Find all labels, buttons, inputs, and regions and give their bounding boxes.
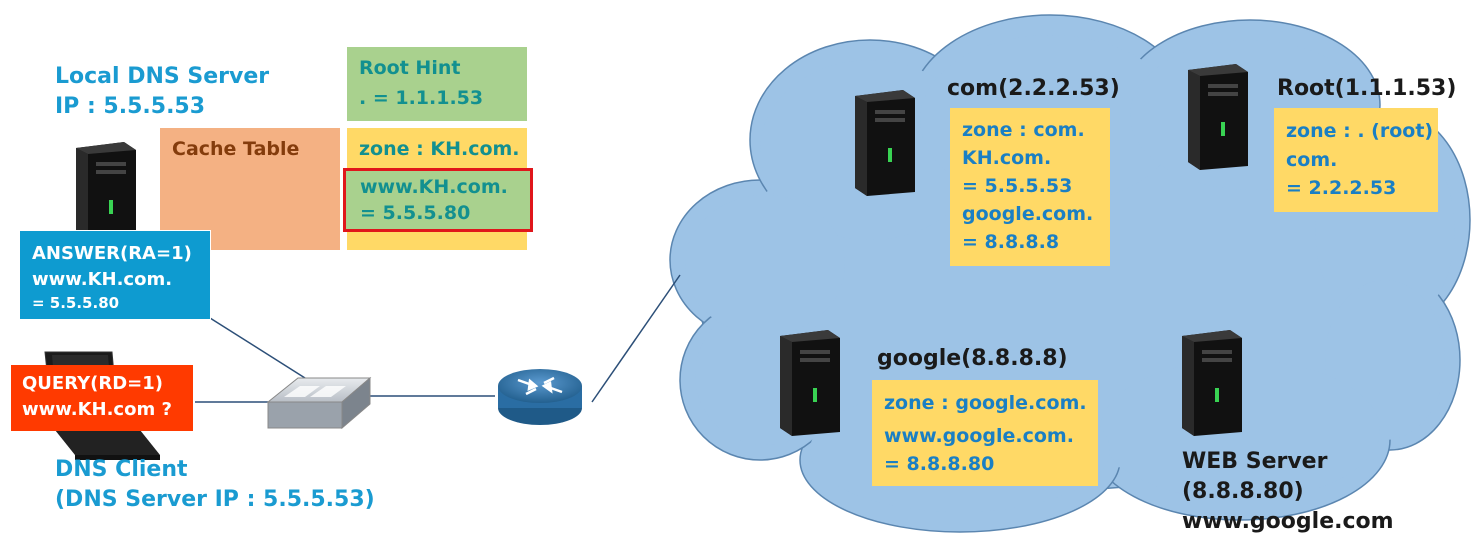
dns-client-server-ip: (DNS Server IP : 5.5.5.53) <box>55 487 375 512</box>
local-dns-label: Local DNS Server IP : 5.5.5.53 <box>55 62 269 122</box>
root-hint-entry: . = 1.1.1.53 <box>359 87 484 109</box>
google-zone-box: zone : google.com. www.google.com. = 8.8… <box>872 380 1098 486</box>
query-box: QUERY(RD=1) www.KH.com ? <box>11 365 193 431</box>
kh-record-highlight: www.KH.com. = 5.5.5.80 <box>343 168 533 232</box>
google-rec1-value: = 8.8.8.80 <box>884 453 995 475</box>
root-rec1-value: = 2.2.2.53 <box>1286 177 1397 199</box>
google-rec1-name: www.google.com. <box>884 425 1074 447</box>
link-answer-switch <box>209 317 306 379</box>
web-server-line1: WEB Server <box>1182 449 1328 474</box>
kh-record-line2: = 5.5.5.80 <box>360 202 471 224</box>
kh-record-line1: www.KH.com. <box>360 176 508 198</box>
local-dns-title: Local DNS Server <box>55 64 270 89</box>
kh-zone-label: zone : KH.com. <box>359 138 520 160</box>
com-rec2-name: google.com. <box>962 203 1094 225</box>
root-server-title: Root(1.1.1.53) <box>1277 76 1457 101</box>
root-hint-box: Root Hint . = 1.1.1.53 <box>347 47 527 121</box>
dns-client-label: DNS Client (DNS Server IP : 5.5.5.53) <box>55 455 375 515</box>
cache-table: Cache Table <box>160 128 340 250</box>
server-icon <box>855 90 915 196</box>
server-icon <box>1182 330 1242 436</box>
com-zone-box: zone : com. KH.com. = 5.5.5.53 google.co… <box>950 108 1110 266</box>
root-zone-label: zone : . (root) <box>1286 120 1434 142</box>
link-router-cloud <box>591 274 681 403</box>
server-icon <box>1188 64 1248 170</box>
root-rec1-name: com. <box>1286 149 1338 171</box>
google-zone-label: zone : google.com. <box>884 392 1087 414</box>
query-line1: QUERY(RD=1) <box>22 373 163 394</box>
query-line2: www.KH.com ? <box>22 399 172 420</box>
root-zone-box: zone : . (root) com. = 2.2.2.53 <box>1274 108 1438 212</box>
com-rec2-value: = 8.8.8.8 <box>962 231 1060 253</box>
com-rec1-value: = 5.5.5.53 <box>962 175 1073 197</box>
answer-line1: ANSWER(RA=1) <box>32 243 192 264</box>
server-icon <box>76 142 136 248</box>
web-server-line3: www.google.com <box>1182 509 1394 534</box>
web-server-line2: (8.8.8.80) <box>1182 479 1304 504</box>
answer-line3: = 5.5.5.80 <box>32 294 120 312</box>
com-zone-label: zone : com. <box>962 119 1085 141</box>
com-server-title: com(2.2.2.53) <box>947 76 1120 101</box>
answer-box: ANSWER(RA=1) www.KH.com. = 5.5.5.80 <box>19 230 211 320</box>
server-icon <box>780 330 840 436</box>
dns-client-title: DNS Client <box>55 457 188 482</box>
answer-line2: www.KH.com. <box>32 269 173 290</box>
switch-icon <box>266 376 372 430</box>
web-server-label: WEB Server (8.8.8.80) www.google.com <box>1182 447 1394 537</box>
google-server-title: google(8.8.8.8) <box>877 346 1068 371</box>
router-icon <box>498 369 582 425</box>
root-hint-title: Root Hint <box>359 57 461 79</box>
com-rec1-name: KH.com. <box>962 147 1052 169</box>
cache-table-label: Cache Table <box>172 138 300 160</box>
local-dns-ip: IP : 5.5.5.53 <box>55 94 206 119</box>
